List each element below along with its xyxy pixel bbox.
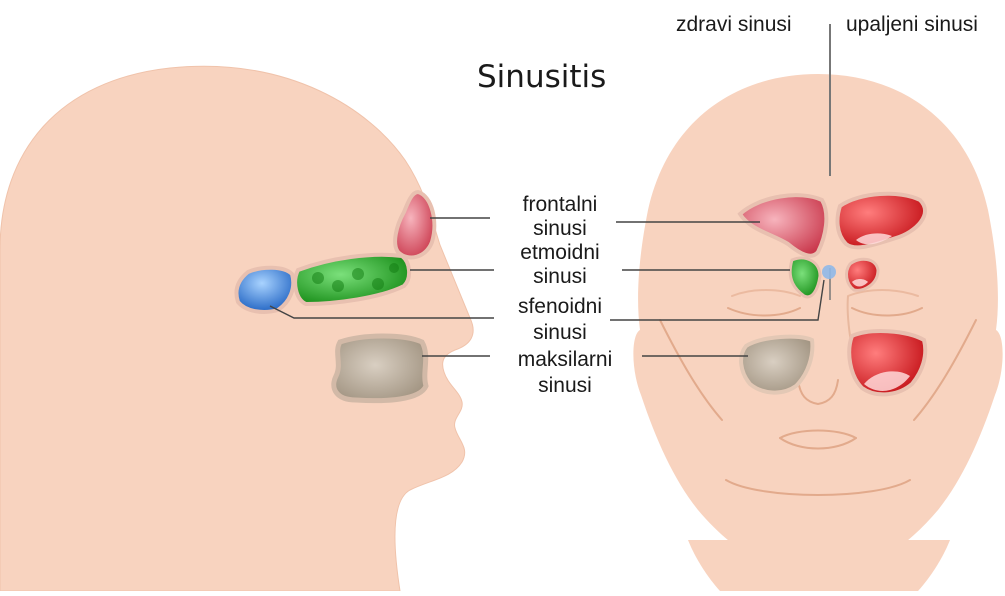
front-face [633, 74, 1002, 578]
ethmoid-sinus-label-line2: sinusi [498, 266, 622, 287]
maxillary-sinus-label-line2: sinusi [494, 375, 636, 396]
legend-inflamed-label: upaljeni sinusi [846, 14, 978, 35]
profile-maxillary-sinus [334, 336, 426, 401]
maxillary-sinus-label-line1: maksilarni [494, 349, 636, 370]
frontal-sinus-label-line2: sinusi [498, 218, 622, 239]
legend-healthy-label: zdravi sinusi [676, 14, 792, 35]
frontal-sinus-label-line1: frontalni [498, 194, 622, 215]
profile-sphenoid-sinus [236, 268, 293, 312]
profile-head [0, 66, 473, 591]
sphenoid-sinus-label-line1: sfenoidni [492, 296, 628, 317]
diagram-title: Sinusitis [477, 62, 606, 93]
sphenoid-sinus-label-line2: sinusi [492, 322, 628, 343]
ethmoid-sinus-label-line1: etmoidni [498, 242, 622, 263]
front-sphenoid-sinus [822, 265, 836, 279]
